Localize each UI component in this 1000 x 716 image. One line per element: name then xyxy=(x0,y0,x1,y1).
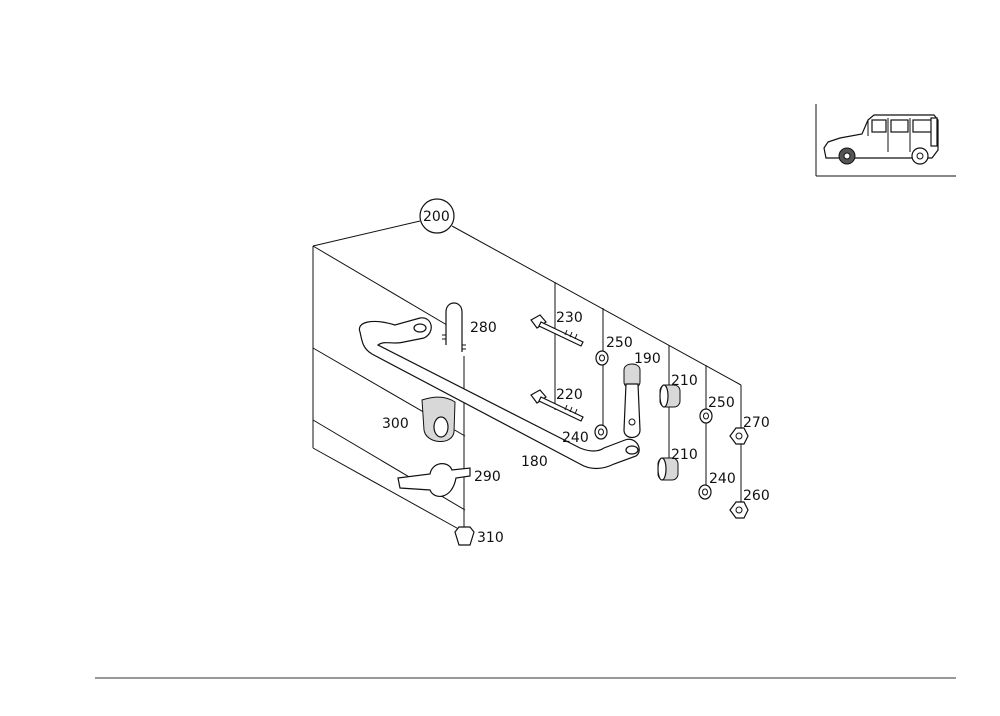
stabilizer-bar xyxy=(358,317,640,470)
connecting-link xyxy=(623,363,641,439)
rubber-mount-lower xyxy=(657,457,679,481)
callout-310: 310 xyxy=(477,530,504,546)
callout-210-lower: 210 xyxy=(671,447,698,463)
rubber-bushing xyxy=(421,396,456,442)
washer-250-left xyxy=(595,350,609,366)
callout-240-right: 240 xyxy=(709,471,736,487)
bolt-230 xyxy=(530,314,584,347)
callout-250-upper: 250 xyxy=(606,335,633,351)
u-bolt xyxy=(442,302,466,352)
callout-300: 300 xyxy=(382,416,409,432)
nut-310 xyxy=(454,526,475,546)
suv-icon xyxy=(823,114,939,165)
callout-200-circle xyxy=(419,198,455,234)
callout-250-right: 250 xyxy=(708,395,735,411)
washer-240-left xyxy=(594,424,608,440)
callout-200: 200 xyxy=(423,209,450,225)
nut-260 xyxy=(729,501,749,519)
callout-210-upper: 210 xyxy=(671,373,698,389)
callout-270: 270 xyxy=(743,415,770,431)
clamp-bracket xyxy=(397,463,471,497)
callout-260: 260 xyxy=(743,488,770,504)
callout-280: 280 xyxy=(470,320,497,336)
washer-250-right xyxy=(699,408,713,424)
bolt-220 xyxy=(530,389,584,422)
rubber-mount-upper xyxy=(659,384,681,408)
washer-240-right xyxy=(698,484,712,500)
nut-270 xyxy=(729,427,749,445)
vehicle-thumbnail xyxy=(815,104,956,177)
callout-230: 230 xyxy=(556,310,583,326)
callout-180: 180 xyxy=(521,454,548,470)
callout-240-left: 240 xyxy=(562,430,589,446)
callout-220: 220 xyxy=(556,387,583,403)
callout-290: 290 xyxy=(474,469,501,485)
callout-190: 190 xyxy=(634,351,661,367)
